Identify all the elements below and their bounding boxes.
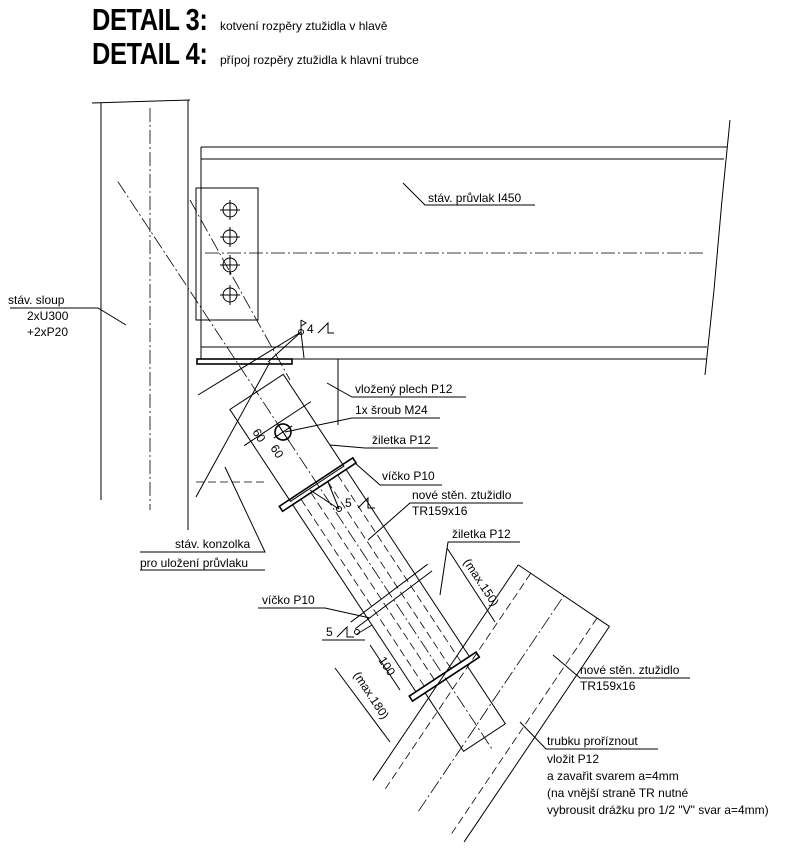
detail-3-description: kotvení rozpěry ztužidla v hlavě — [220, 19, 388, 33]
weld-size-top: 4 — [307, 322, 314, 336]
detail-4-description: přípoj rozpěry ztužidla k hlavní trubce — [220, 53, 419, 67]
label-bracket-purpose: pro uložení průvlaku — [140, 556, 248, 570]
weld-symbol-top: 4 — [197, 319, 334, 396]
label-brace-2-profile: TR159x16 — [580, 679, 636, 693]
bolt-icon — [220, 255, 240, 275]
note-line-4: (na vnější straně TR nutné — [547, 786, 689, 800]
weld-size-mid: 5 — [345, 496, 352, 510]
detail-3-label: DETAIL 3: — [92, 2, 208, 37]
new-brace-assembly — [117, 181, 507, 753]
label-gusset-2: žiletka P12 — [452, 527, 511, 541]
label-brace-1: nové stěn. ztužidlo — [412, 488, 512, 502]
label-bolt: 1x šroub M24 — [355, 403, 428, 417]
weld-symbol-mid: 5 — [309, 481, 375, 512]
detail-4-heading: DETAIL 4: přípoj rozpěry ztužidla k hlav… — [92, 36, 419, 72]
label-column-profile: 2xU300 — [27, 309, 69, 323]
label-cap-2: víčko P10 — [262, 593, 315, 607]
bolt-icon-m24 — [273, 422, 293, 442]
label-cap-1: víčko P10 — [382, 469, 435, 483]
dimension-lines — [334, 547, 496, 743]
label-column: stáv. sloup — [8, 293, 65, 307]
label-gusset-1: žiletka P12 — [372, 433, 431, 447]
weld-symbol-low: 5 — [322, 624, 373, 641]
label-inserted-plate: vložený plech P12 — [355, 382, 453, 396]
note-line-3: a zavařit svarem a=4mm — [547, 769, 679, 783]
label-column-plates: +2xP20 — [27, 325, 68, 339]
bolt-icon — [220, 285, 240, 305]
bolt-icon — [220, 227, 240, 247]
bracket — [189, 199, 339, 498]
existing-beam — [200, 119, 731, 376]
note-line-1: trubku proříznout — [547, 734, 638, 748]
label-beam: stáv. průvlak I450 — [428, 191, 521, 205]
bolt-icon — [220, 200, 240, 220]
weld-size-low: 5 — [326, 625, 333, 639]
label-brace-2: nové stěn. ztužidlo — [580, 663, 680, 677]
dimension-60-b: 60 — [267, 442, 286, 461]
dimension-60-a: 60 — [249, 426, 268, 445]
detail-3-heading: DETAIL 3: kotvení rozpěry ztužidla v hla… — [92, 2, 387, 38]
label-brace-1-profile: TR159x16 — [412, 504, 468, 518]
detail-4-label: DETAIL 4: — [92, 36, 208, 71]
label-bracket: stáv. konzolka — [175, 537, 250, 551]
note-line-2: vložit P12 — [547, 752, 599, 766]
main-tube — [372, 564, 610, 843]
end-plate — [195, 187, 259, 321]
note-line-5: vybrousit drážku pro 1/2 "V" svar a=4mm) — [547, 803, 769, 817]
existing-column — [91, 99, 191, 530]
